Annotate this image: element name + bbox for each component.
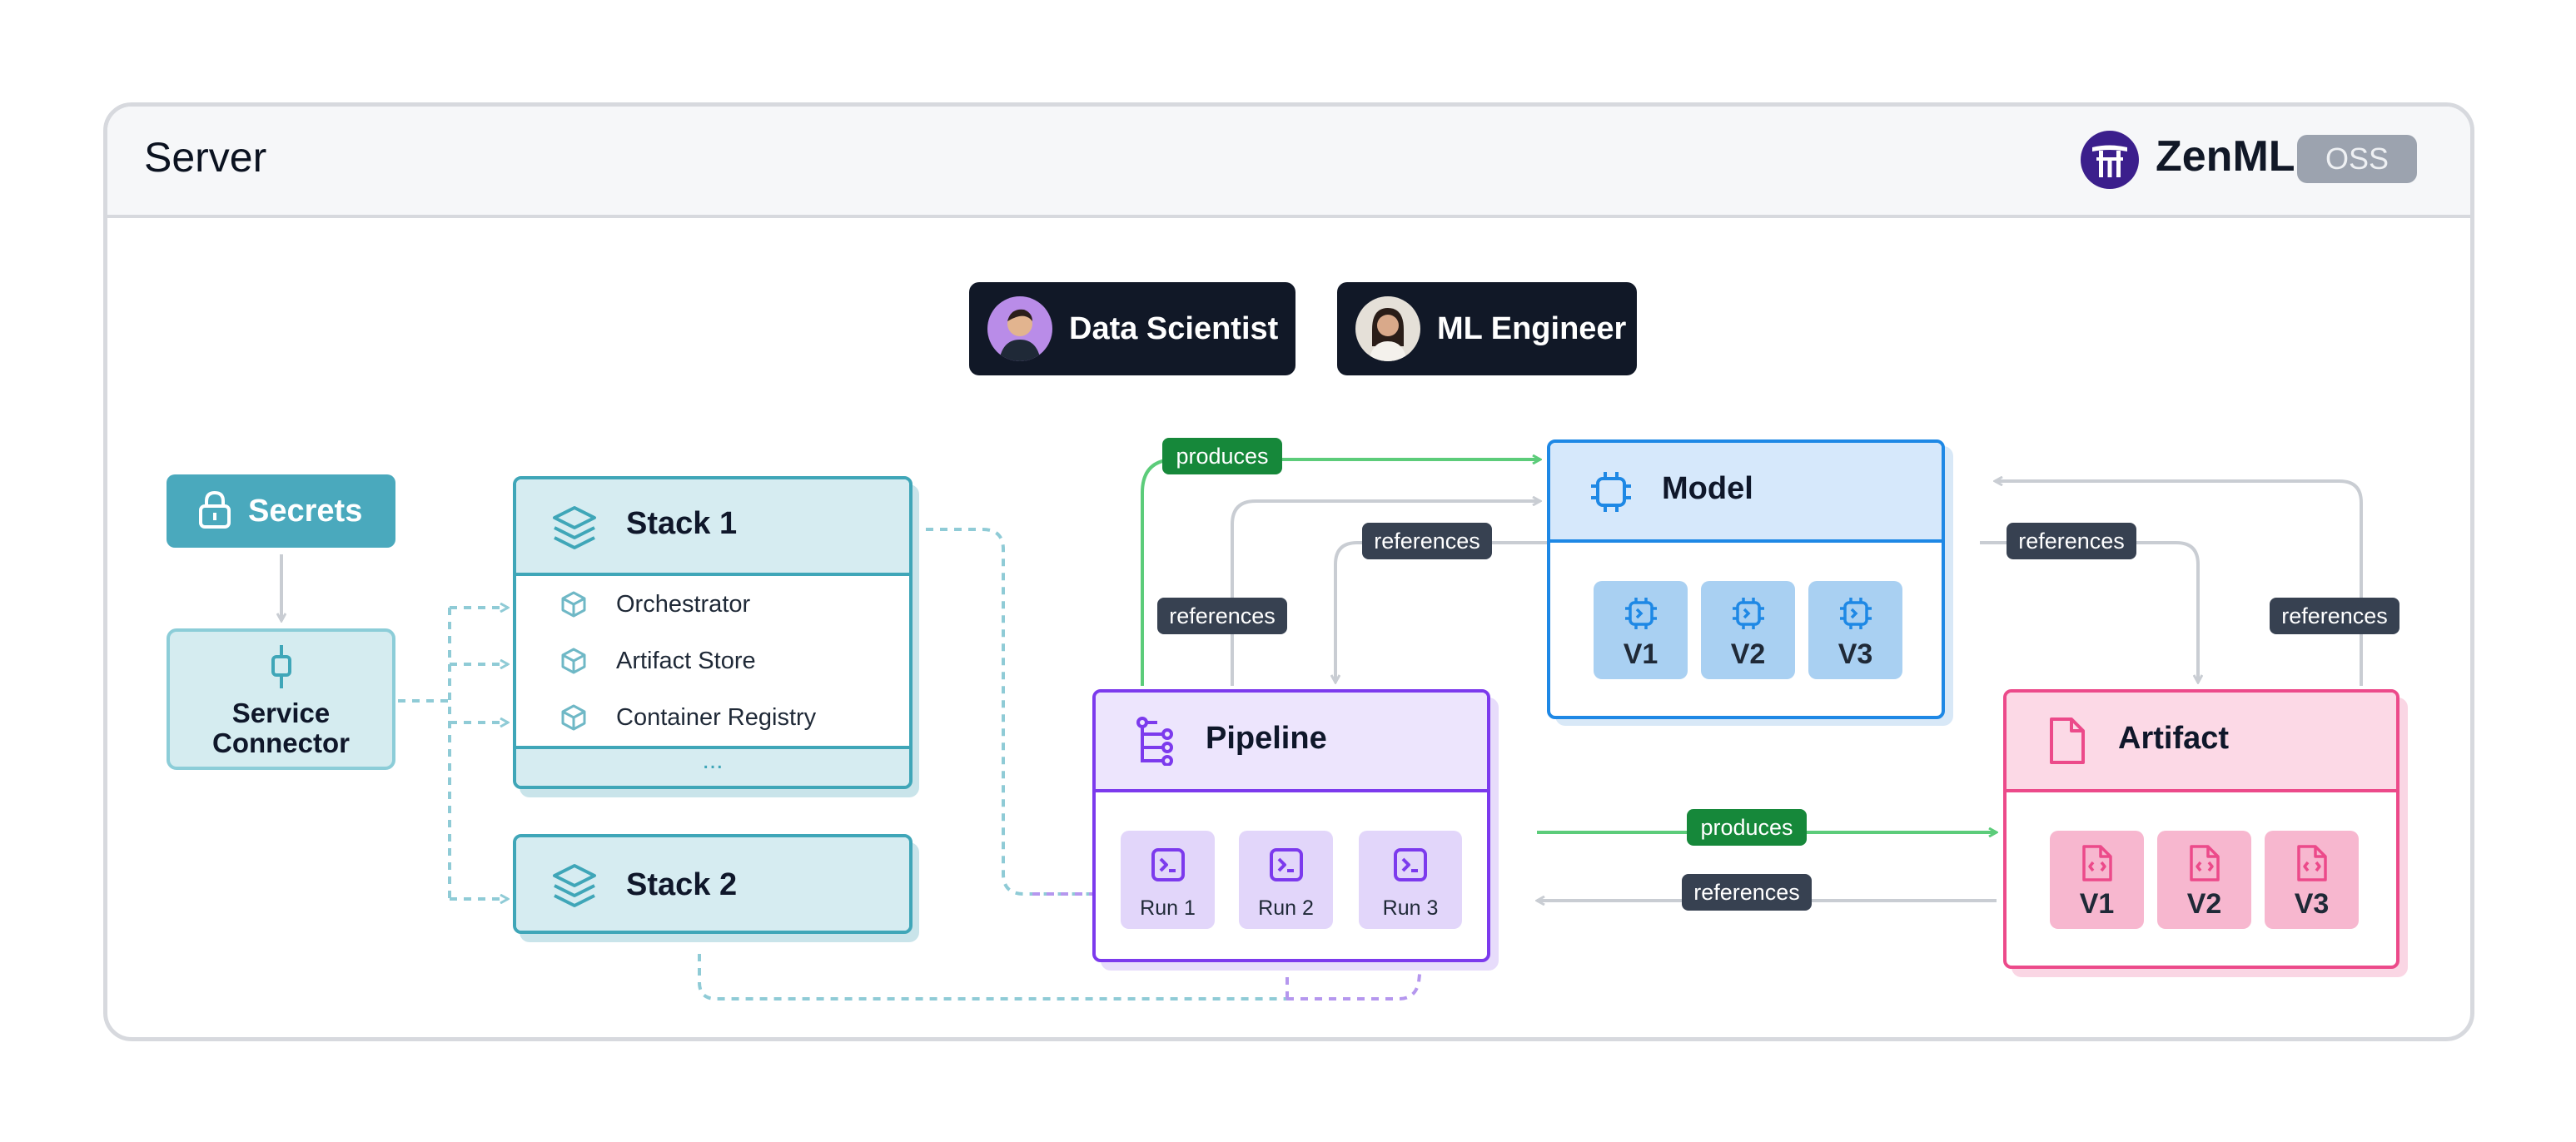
stack-component-artifact-store[interactable]: Artifact Store	[516, 633, 909, 693]
references-label: references	[2270, 598, 2399, 634]
secrets-node[interactable]: Secrets	[167, 474, 395, 548]
layers-icon	[550, 861, 599, 915]
service-connector-line2: Connector	[212, 727, 350, 758]
terminal-icon	[1393, 847, 1428, 886]
stack1-header: Stack 1	[516, 479, 909, 576]
version-label: V1	[2079, 888, 2115, 920]
edge-pipeline-references-model	[1231, 501, 1540, 686]
pipeline-icon	[1134, 716, 1179, 770]
terminal-icon	[1269, 847, 1304, 886]
run-label: Run 2	[1258, 896, 1314, 920]
model-version-tile[interactable]: V2	[1701, 581, 1795, 679]
chip-icon	[1729, 594, 1768, 637]
code-file-icon	[2295, 844, 2329, 886]
brand-name: ZenML	[2156, 132, 2295, 181]
version-label: V3	[1838, 638, 1873, 670]
connector-icon	[265, 643, 298, 694]
references-label: references	[1682, 874, 1812, 911]
model-version-tile[interactable]: V1	[1594, 581, 1688, 679]
pipeline-node[interactable]: Pipeline Run 1 Run 2 Run 3	[1092, 689, 1490, 962]
code-file-icon	[2081, 844, 2114, 886]
service-connector-node[interactable]: Service Connector	[167, 628, 395, 770]
model-version-tile[interactable]: V3	[1808, 581, 1902, 679]
edge-stack2-runs	[698, 954, 1286, 1000]
stack2-title: Stack 2	[626, 867, 738, 902]
version-label: V2	[2186, 888, 2222, 920]
cube-icon	[559, 590, 588, 623]
edge-pipeline-produces-model	[1141, 459, 1540, 686]
data-scientist-avatar	[987, 296, 1052, 361]
cube-icon	[559, 703, 588, 736]
chip-icon	[1587, 468, 1635, 520]
artifact-header: Artifact	[2007, 693, 2396, 792]
server-title: Server	[144, 134, 267, 181]
code-file-icon	[2188, 844, 2221, 886]
edge-model-references-pipeline	[1335, 541, 1549, 683]
produces-label: produces	[1162, 438, 1282, 474]
chip-icon	[1837, 594, 1875, 637]
service-connector-label: Service Connector	[170, 698, 392, 758]
stack2-node[interactable]: Stack 2	[513, 834, 913, 934]
component-label: Container Registry	[616, 704, 817, 731]
layers-icon	[550, 503, 599, 557]
lock-icon	[196, 489, 233, 534]
file-icon	[2046, 716, 2088, 770]
edge-model-references-artifact	[1980, 541, 2198, 683]
version-label: V1	[1623, 638, 1658, 670]
run-tile[interactable]: Run 1	[1121, 831, 1215, 929]
edge-artifact-references-model	[1995, 481, 2363, 686]
stack1-title: Stack 1	[626, 506, 738, 541]
references-label: references	[2007, 523, 2136, 559]
artifact-version-tile[interactable]: V1	[2050, 831, 2144, 929]
run-label: Run 3	[1382, 896, 1439, 920]
cube-icon	[559, 647, 588, 679]
model-header: Model	[1550, 443, 1942, 543]
terminal-icon	[1151, 847, 1186, 886]
artifact-title: Artifact	[2118, 721, 2230, 756]
version-label: V3	[2294, 888, 2330, 920]
service-connector-line1: Service	[231, 698, 331, 728]
stack2-header: Stack 2	[516, 837, 909, 931]
persona-label: ML Engineer	[1437, 310, 1627, 346]
version-label: V2	[1730, 638, 1766, 670]
model-node[interactable]: Model V1 V2 V3	[1547, 439, 1945, 719]
artifact-node[interactable]: Artifact V1 V2 V3	[2003, 689, 2399, 969]
pipeline-title: Pipeline	[1206, 721, 1327, 756]
chip-icon	[1622, 594, 1660, 637]
references-label: references	[1157, 598, 1287, 634]
edge-stack1-pipeline	[926, 528, 1116, 896]
secrets-label: Secrets	[248, 493, 363, 529]
produces-label: produces	[1687, 809, 1807, 846]
stack1-more: ...	[516, 748, 909, 786]
server-header: Server ZenML OSS	[107, 107, 2470, 218]
pipeline-header: Pipeline	[1096, 693, 1487, 792]
zenml-logo-icon	[2081, 131, 2139, 189]
stack1-node[interactable]: Stack 1 Orchestrator Artifact Store Cont…	[513, 476, 913, 789]
stack-component-orchestrator[interactable]: Orchestrator	[516, 576, 909, 636]
oss-badge: OSS	[2297, 135, 2417, 183]
persona-label: Data Scientist	[1069, 310, 1279, 346]
run-label: Run 1	[1140, 896, 1196, 920]
ml-engineer-avatar	[1355, 296, 1420, 361]
references-label: references	[1362, 523, 1492, 559]
persona-ml-engineer: ML Engineer	[1337, 282, 1637, 375]
artifact-version-tile[interactable]: V2	[2157, 831, 2251, 929]
artifact-version-tile[interactable]: V3	[2265, 831, 2359, 929]
stack-component-container-registry[interactable]: Container Registry	[516, 689, 909, 749]
model-title: Model	[1662, 471, 1753, 506]
run-tile[interactable]: Run 2	[1239, 831, 1333, 929]
component-label: Orchestrator	[616, 591, 751, 618]
run-tile[interactable]: Run 3	[1359, 831, 1462, 929]
persona-data-scientist: Data Scientist	[969, 282, 1295, 375]
edge-connector-stacks	[398, 608, 451, 899]
component-label: Artifact Store	[616, 648, 756, 674]
